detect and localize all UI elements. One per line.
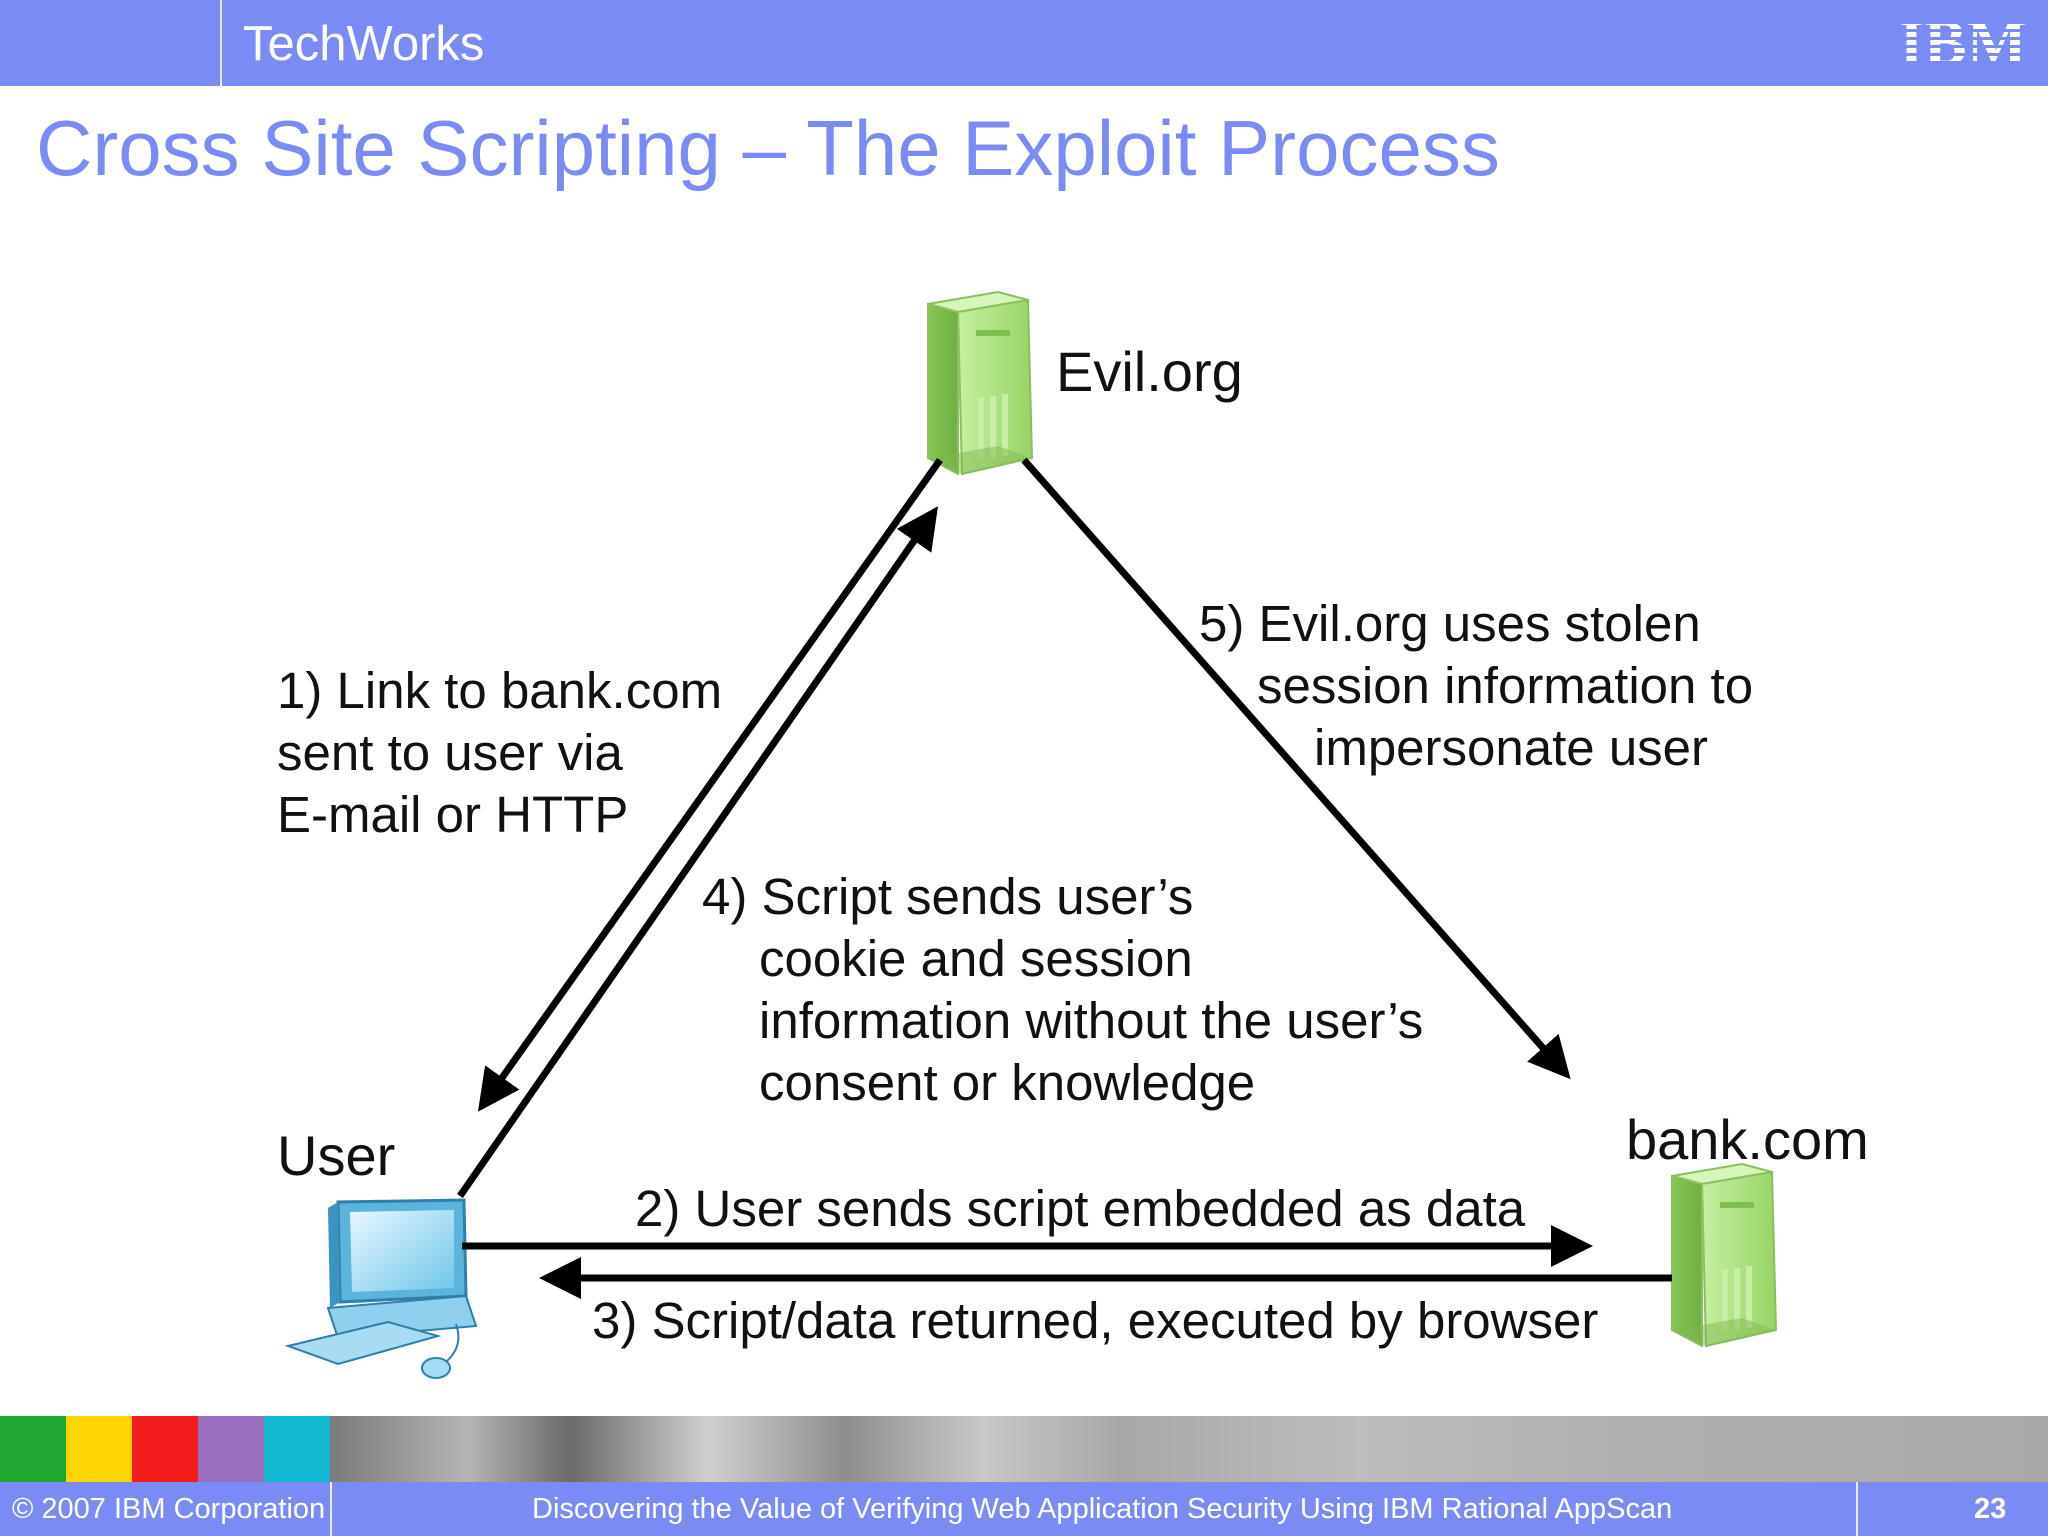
arrow-step1-to-user: [477, 457, 943, 1112]
bank-com-label: bank.com: [1626, 1108, 1869, 1171]
step5-line: impersonate user: [1314, 719, 1709, 776]
header-bar: TechWorks IBM: [0, 0, 2048, 86]
step5-line: 5) Evil.org uses stolen: [1199, 595, 1701, 652]
step1-line: 1) Link to bank.com: [277, 662, 723, 719]
arrow-step5-to-bank: [1021, 457, 1571, 1080]
arrow-step4-to-evil: [457, 506, 938, 1198]
footer-divider: [1856, 1482, 1858, 1536]
evil-server-icon: [927, 290, 1034, 476]
footer-presentation-title: Discovering the Value of Verifying Web A…: [532, 1493, 1673, 1525]
slide-title: Cross Site Scripting – The Exploit Proce…: [36, 104, 1500, 192]
footer-copyright: © 2007 IBM Corporation: [12, 1493, 326, 1525]
swatch-red: [132, 1416, 198, 1482]
page-number: 23: [1974, 1493, 2007, 1525]
step4-line: 4) Script sends user’s: [702, 868, 1194, 925]
footer-bar: © 2007 IBM Corporation Discovering the V…: [0, 1482, 2048, 1536]
step4-line: consent or knowledge: [759, 1054, 1256, 1111]
swatch-yellow: [66, 1416, 132, 1482]
step1-line: E-mail or HTTP: [277, 786, 629, 843]
bank-server-icon: [1671, 1162, 1778, 1348]
step4-line: information without the user’s: [759, 992, 1424, 1049]
user-computer-icon: [284, 1198, 478, 1379]
step1-line: sent to user via: [277, 724, 623, 781]
swatch-green: [0, 1416, 66, 1482]
step4-line: cookie and session: [759, 930, 1193, 987]
step2-label: 2) User sends script embedded as data: [635, 1180, 1526, 1237]
step3-label: 3) Script/data returned, executed by bro…: [592, 1292, 1599, 1349]
ibm-logo: IBM: [1899, 8, 2027, 72]
decorative-photo-band: [330, 1416, 2048, 1482]
user-label: User: [277, 1124, 396, 1187]
evil-org-label: Evil.org: [1056, 340, 1243, 403]
swatch-purple: [198, 1416, 264, 1482]
step5-line: session information to: [1257, 657, 1754, 714]
swatch-cyan: [264, 1416, 330, 1482]
svg-text:IBM: IBM: [1899, 8, 2027, 72]
brand-name: TechWorks: [243, 17, 485, 71]
decorative-color-strip: [0, 1416, 2048, 1482]
footer-divider: [330, 1482, 332, 1536]
header-divider: [220, 0, 222, 86]
